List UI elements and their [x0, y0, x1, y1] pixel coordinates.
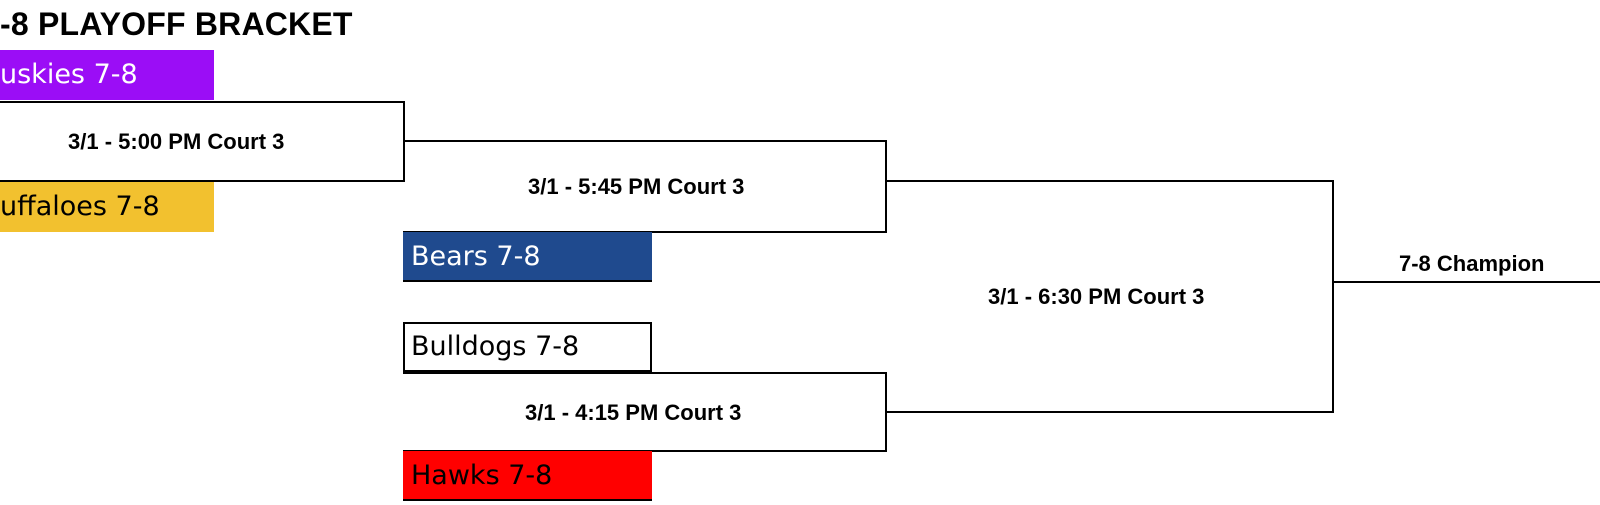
game-label-3: 3/1 - 6:30 PM Court 3: [988, 284, 1205, 309]
champion-line: [1332, 281, 1600, 283]
champion-label: 7-8 Champion: [1399, 251, 1545, 276]
team-buffaloes: uffaloes 7-8: [0, 182, 214, 232]
team-bears: Bears 7-8: [403, 232, 652, 282]
team-huskies: uskies 7-8: [0, 50, 214, 100]
game-label-1: 3/1 - 5:00 PM Court 3: [68, 129, 285, 154]
game-bracket-3: [885, 180, 1334, 413]
team-hawks: Hawks 7-8: [403, 451, 652, 501]
team-bulldogs: Bulldogs 7-8: [403, 322, 652, 372]
game-label-2: 3/1 - 5:45 PM Court 3: [528, 174, 745, 199]
bracket-title: -8 PLAYOFF BRACKET: [0, 6, 353, 42]
game-label-4: 3/1 - 4:15 PM Court 3: [525, 400, 742, 425]
